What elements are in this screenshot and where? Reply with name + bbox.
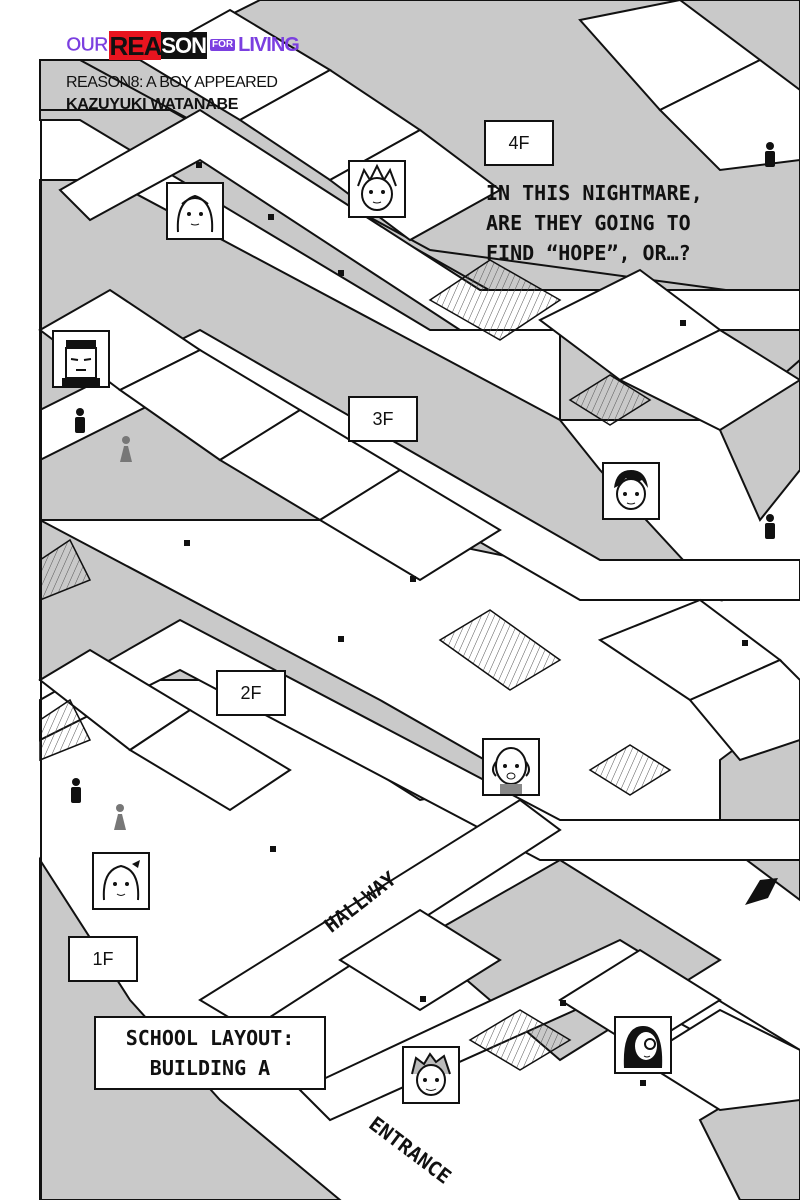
stairs-2f [438,609,562,691]
restroom-woman-icon-3f [120,436,132,462]
bald-man-portrait-icon [482,738,540,796]
chapter-subtitle: REASON8: A BOY APPEARED [66,74,278,91]
author-name: KAZUYUKI WATANABE [66,96,239,113]
restroom-man-icon-3f [75,408,85,433]
spiky-hair-girl-portrait-icon [348,160,406,218]
room-4f-c [328,128,502,242]
panel-border [40,120,42,1200]
messy-hair-boy-portrait-icon [402,1046,460,1104]
restroom-icons [71,142,778,905]
restroom-man-icon-2f [71,778,81,803]
restroom-woman-icon-2f [114,804,126,830]
floor-label-4f: 4F [484,120,554,166]
logo-living: LIVING [238,34,300,56]
girl-with-bow-portrait-icon [92,852,150,910]
logo-for: FOR [210,39,236,51]
floor-label-2f: 2F [216,670,286,716]
floor-label-1f: 1F [68,936,138,982]
series-logo: OUR REA SON FOR LIVING [66,28,300,62]
boy-portrait-icon [602,462,660,520]
room-3f-f [617,328,800,432]
stairs-4f [428,259,562,341]
classrooms [38,0,800,1112]
stairs-1f [468,1009,572,1071]
room-2f-b [128,708,292,812]
hall-4f [58,108,800,331]
hope-caption: IN THIS NIGHTMARE, ARE THEY GOING TO FIN… [486,181,703,265]
restroom-man-icon-right [765,514,775,539]
glasses-girl-portrait-icon [614,1016,672,1074]
logo-son: SON [161,31,208,59]
room-1f-b [558,948,722,1052]
floor-label-3f: 3F [348,396,418,442]
room-3f-d [318,468,502,582]
restroom-man-icon-4f [765,142,775,167]
school-layout-caption: SCHOOL LAYOUT: BUILDING A [94,1016,326,1090]
wall-ticks [184,162,748,1086]
room-4f-e [658,58,800,172]
logo-our: OUR [66,34,109,56]
slab-3f [39,179,723,602]
stairs-2f-b [588,744,672,796]
girl-long-hair-portrait-icon [166,182,224,240]
stairs-3f [568,374,652,426]
staircases [39,259,672,1071]
fallen-figure-icon [745,878,778,905]
stern-man-portrait-icon [52,330,110,388]
logo-rea: REA [109,30,162,61]
room-2f-d [688,658,800,762]
room-1f-a [338,908,502,1012]
hall-3f [39,328,800,601]
room-1f-c [638,1008,800,1112]
